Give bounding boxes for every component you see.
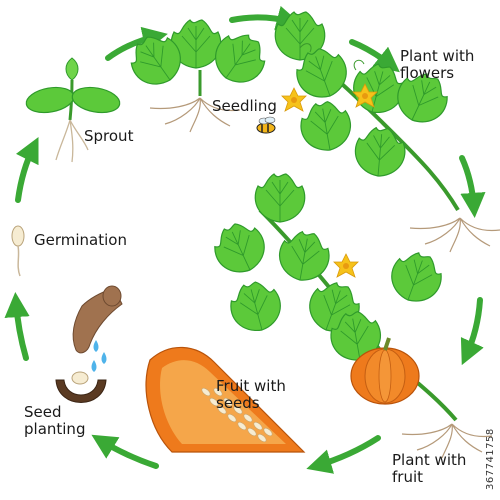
bee-icon: [256, 116, 276, 134]
label-plant-with-fruit-line2: fruit: [392, 468, 424, 486]
arrow-planting-to-germination: [4, 291, 30, 361]
label-seed-planting-line2: planting: [24, 420, 86, 438]
flowering-plant-illustration: [256, 11, 500, 253]
stock-id-text: 367741758: [485, 330, 499, 490]
arrow-to-plant-with-flowers: [349, 39, 400, 73]
label-fruit-with-seeds: Fruit with seeds: [216, 378, 306, 412]
label-seed-planting-line1: Seed: [24, 403, 62, 421]
label-sprout: Sprout: [84, 127, 134, 145]
germinating-seed-illustration: [11, 225, 25, 277]
seedling-illustration: [121, 19, 275, 133]
seed-planting-illustration: [55, 285, 123, 403]
label-fruit-with-seeds-line1: Fruit with: [216, 377, 286, 395]
label-fruit-with-seeds-line2: seeds: [216, 394, 260, 412]
water-drops-icon: [91, 340, 107, 372]
label-germination: Germination: [34, 231, 127, 249]
arrow-seeds-to-planting: [91, 434, 159, 469]
arrow-flowers-to-fruiting: [459, 155, 486, 219]
arrow-germination-to-sprout: [15, 136, 39, 203]
stock-id-value: 367741758: [485, 428, 496, 490]
label-plant-with-flowers-line2: flowers: [400, 64, 455, 82]
label-seedling: Seedling: [212, 97, 277, 115]
label-plant-with-flowers-line1: Plant with: [400, 47, 475, 65]
sprout-illustration: [25, 57, 121, 163]
arrow-seedling-to-flowers: [229, 5, 302, 31]
label-plant-with-flowers: Plant with flowers: [400, 48, 496, 82]
pumpkin-illustration: [350, 337, 420, 405]
arrow-fruit-to-seeds: [306, 435, 381, 474]
arrow-sprout-to-seedling: [105, 26, 168, 61]
fruiting-plant-illustration: [206, 173, 493, 459]
arrow-to-plant-with-fruit: [460, 297, 484, 366]
label-plant-with-fruit: Plant with fruit: [392, 452, 488, 486]
cycle-arrows: [4, 5, 486, 474]
label-plant-with-fruit-line1: Plant with: [392, 451, 467, 469]
fruit-slice-illustration: [145, 346, 306, 453]
label-seed-planting: Seed planting: [24, 404, 104, 438]
